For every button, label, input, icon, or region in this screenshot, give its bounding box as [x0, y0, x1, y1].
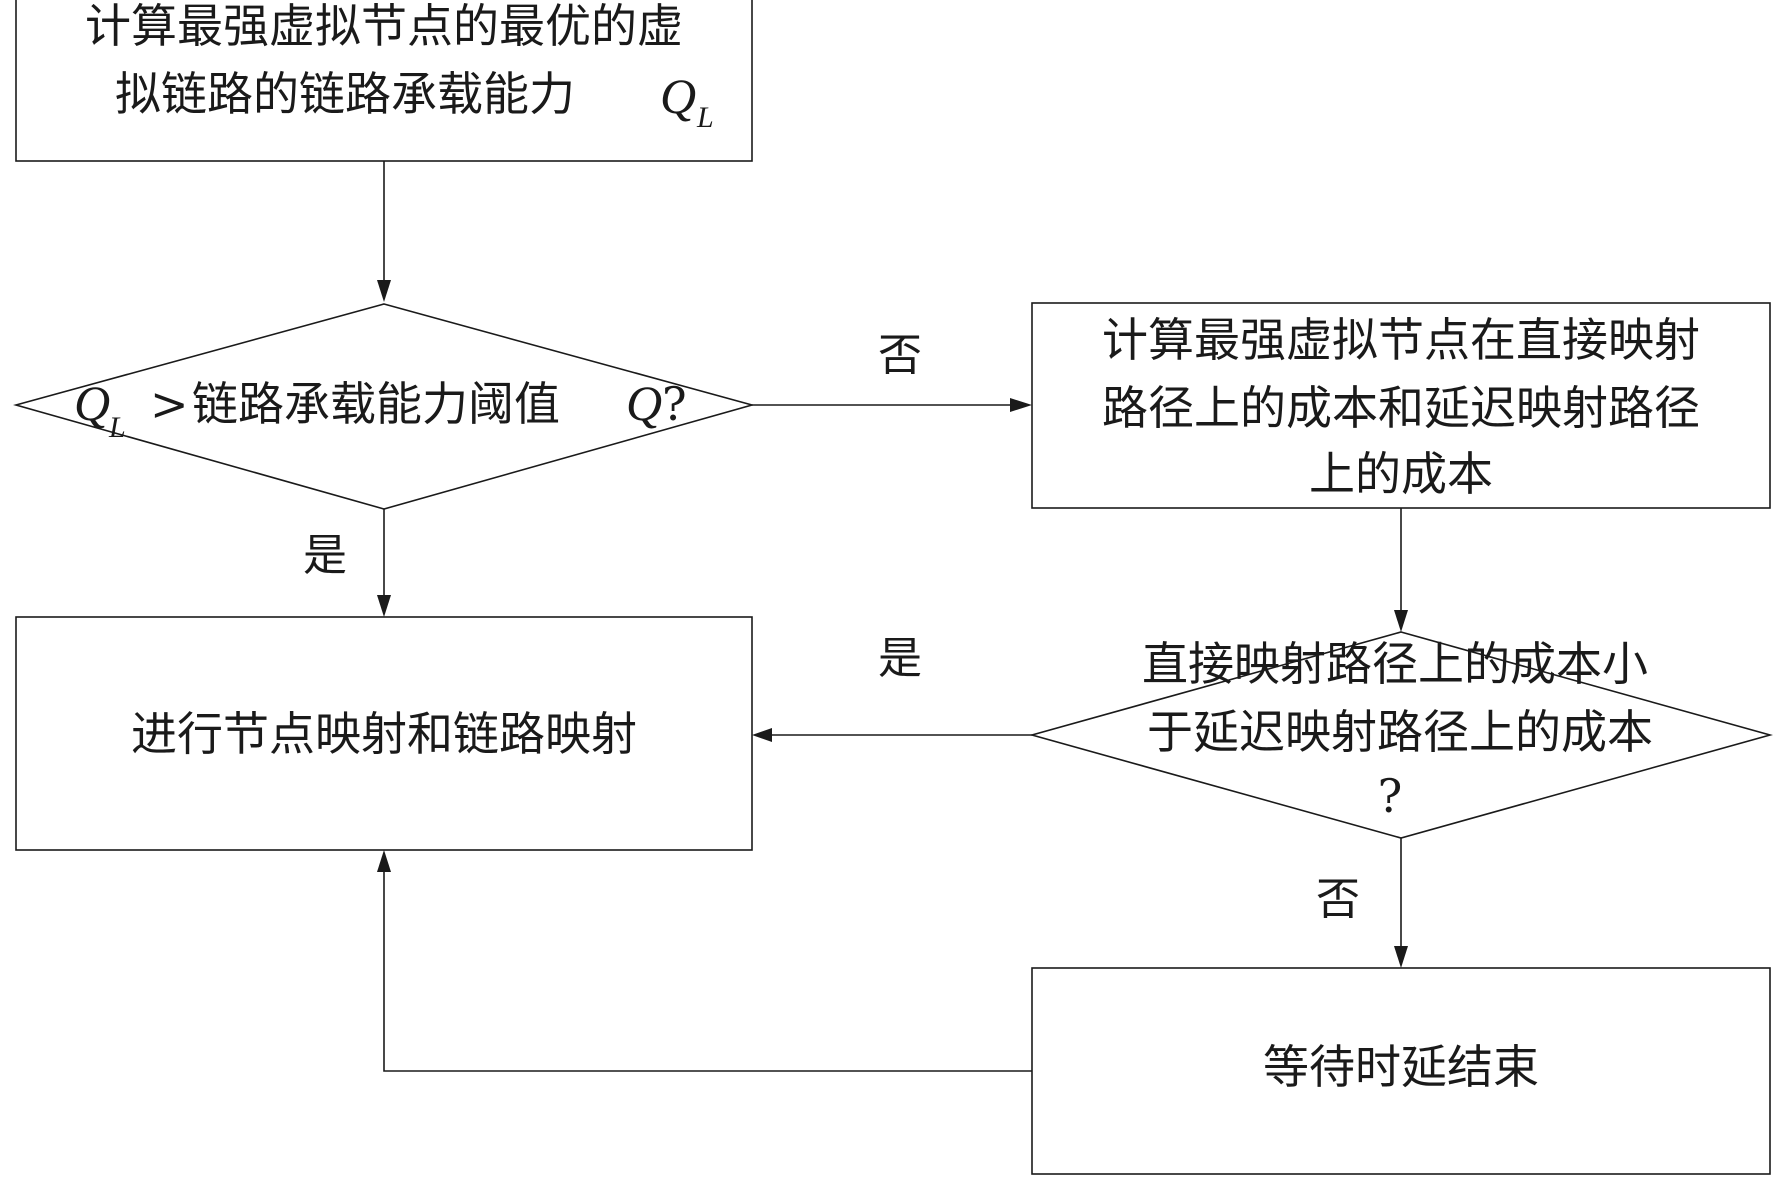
arrow-cost-no: [1394, 838, 1408, 968]
label-cost-no: 否: [1316, 874, 1360, 925]
calc-cost-line2: 路径上的成本和延迟映射路径: [1102, 381, 1700, 435]
calc-cost-line1: 计算最强虚拟节点在直接映射: [1102, 313, 1700, 367]
cost-decision-line2: 于延迟映射路径上的成本: [1147, 705, 1653, 759]
threshold-text: 链路承载能力阈值: [192, 377, 560, 431]
cost-decision-line1: 直接映射路径上的成本小: [1142, 637, 1648, 691]
arrow-threshold-yes: [377, 509, 391, 617]
wait-text: 等待时延结束: [1263, 1040, 1539, 1094]
calc-ql-sub: L: [696, 101, 714, 134]
threshold-var-right: Q: [626, 375, 662, 431]
cost-decision: 直接映射路径上的成本小 于延迟映射路径上的成本 ?: [1029, 631, 1773, 839]
mapping-box: 进行节点映射和链路映射: [15, 616, 753, 851]
arrow-cost-yes: [752, 728, 1032, 742]
wait-box: 等待时延结束: [1031, 967, 1771, 1175]
arrow-cost-to-decision: [1394, 508, 1408, 632]
threshold-op: >: [150, 377, 189, 431]
label-cost-yes: 是: [878, 633, 922, 684]
calc-ql-var: Q: [660, 68, 696, 124]
cost-decision-line3: ?: [1378, 769, 1403, 823]
mapping-text: 进行节点映射和链路映射: [131, 707, 637, 761]
threshold-decision: Q L > 链路承载能力阈值 Q ?: [13, 303, 755, 510]
arrow-wait-to-mapping: [377, 850, 1032, 1072]
threshold-end: ?: [662, 377, 687, 431]
calc-cost-line3: 上的成本: [1309, 447, 1493, 501]
label-threshold-yes: 是: [303, 530, 347, 581]
calc-ql-line1: 计算最强虚拟节点的最优的虚: [85, 0, 683, 53]
calc-ql-line2: 拟链路的链路承载能力: [115, 67, 575, 121]
calc-cost-box: 计算最强虚拟节点在直接映射 路径上的成本和延迟映射路径 上的成本: [1031, 302, 1771, 509]
threshold-var-left: Q: [74, 375, 110, 431]
label-threshold-no: 否: [878, 330, 922, 381]
threshold-sub-left: L: [108, 411, 126, 444]
arrow-ql-to-threshold: [377, 161, 391, 302]
calc-ql-box: 计算最强虚拟节点的最优的虚 拟链路的链路承载能力 Q L: [15, 0, 753, 162]
arrow-threshold-no: [752, 398, 1032, 412]
